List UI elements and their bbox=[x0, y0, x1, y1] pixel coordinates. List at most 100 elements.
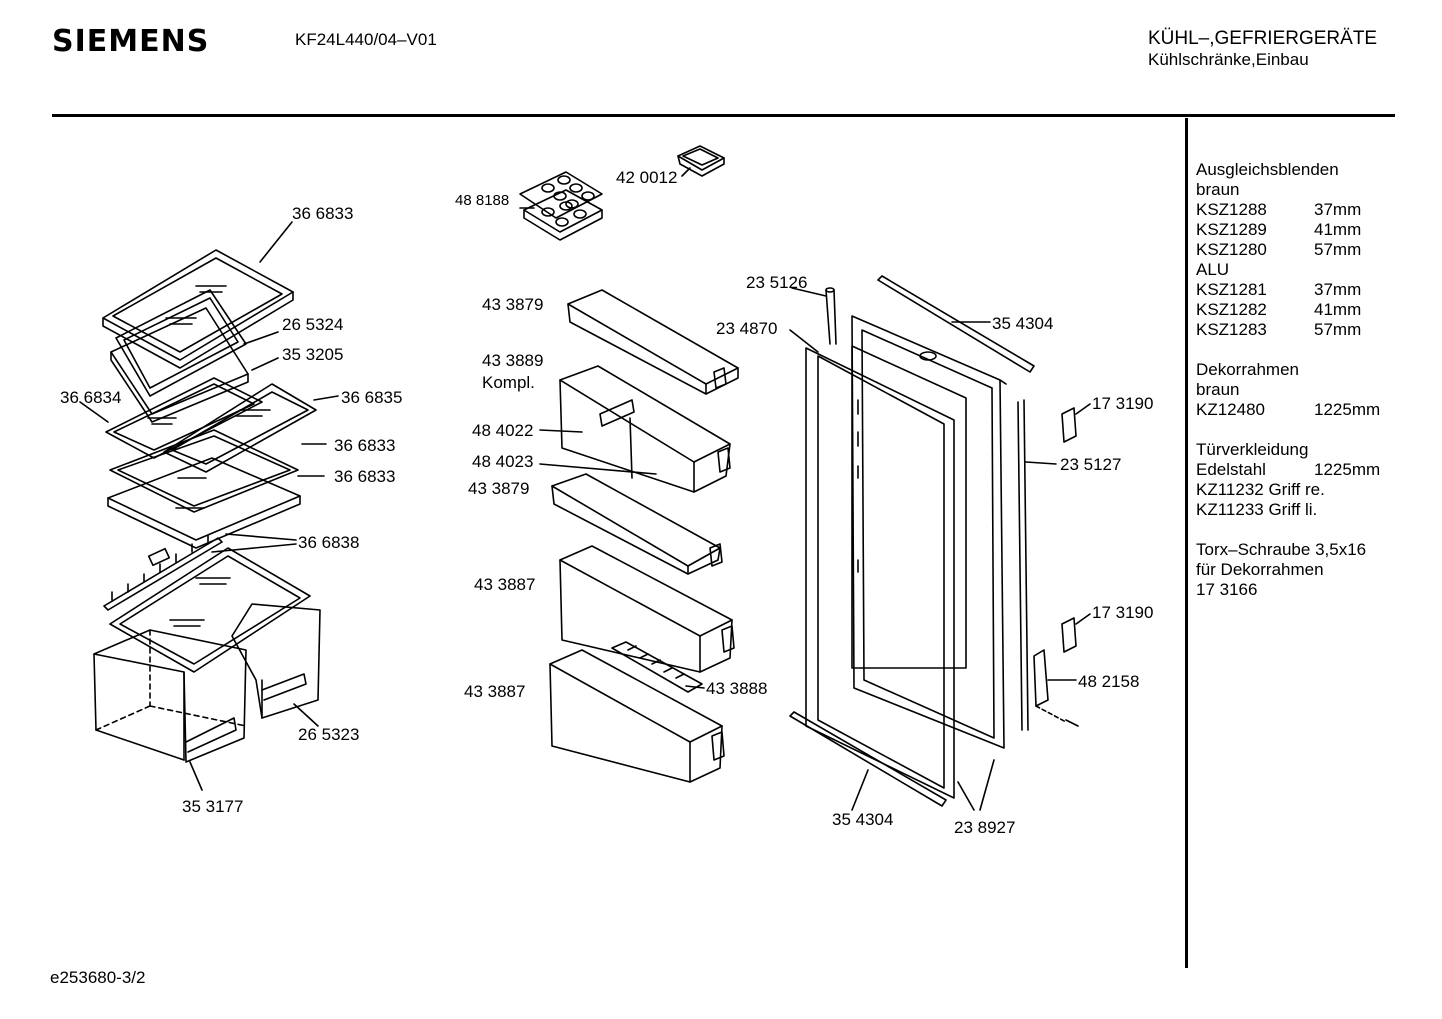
label-238927: 23 8927 bbox=[954, 818, 1015, 837]
accessory-size: 41mm bbox=[1314, 300, 1362, 319]
accessory-heading: Ausgleichsblenden bbox=[1196, 160, 1339, 179]
sidebar-divider bbox=[1185, 118, 1188, 968]
brand-logo: SIEMENS bbox=[52, 24, 210, 59]
accessory-size: 41mm bbox=[1314, 220, 1362, 239]
accessory-size: 1225mm bbox=[1314, 400, 1381, 419]
accessory-code: Edelstahl bbox=[1196, 460, 1266, 479]
glass-shelf-middle bbox=[109, 429, 299, 513]
drawing-id: e253680-3/2 bbox=[50, 968, 146, 987]
label-366834: 36 6834 bbox=[60, 388, 121, 407]
crisper-cover-366838 bbox=[103, 535, 223, 611]
leader-lines-middle bbox=[519, 167, 705, 689]
accessory-code: KSZ1282 bbox=[1196, 300, 1267, 319]
category-title: KÜHL–,GEFRIERGERÄTE bbox=[1148, 28, 1378, 49]
label-366833-a: 36 6833 bbox=[292, 204, 353, 223]
egg-tray-488188 bbox=[519, 171, 603, 241]
side-strip-235127 bbox=[1017, 399, 1029, 731]
door-bin-433887-lower bbox=[549, 649, 725, 783]
shelf-frame-353205 bbox=[110, 307, 249, 423]
door-bin-433887-upper bbox=[559, 545, 735, 673]
door-bin-433889 bbox=[559, 365, 731, 493]
label-366833-b: 36 6833 bbox=[334, 436, 395, 455]
split-shelf-left bbox=[105, 377, 263, 459]
label-354304-a: 35 4304 bbox=[992, 314, 1053, 333]
accessory-row: KSZ1282 41mm bbox=[1196, 300, 1380, 320]
leader-lines-right bbox=[789, 287, 1091, 811]
label-433887-a: 43 3887 bbox=[474, 575, 535, 594]
label-433889: 43 3889 bbox=[482, 351, 543, 370]
label-353177: 35 3177 bbox=[182, 797, 243, 816]
label-kompl: Kompl. bbox=[482, 373, 535, 392]
label-366835: 36 6835 bbox=[341, 388, 402, 407]
label-265324: 26 5324 bbox=[282, 315, 343, 334]
label-433887-b: 43 3887 bbox=[464, 682, 525, 701]
model-number: KF24L440/04–V01 bbox=[295, 30, 437, 49]
accessory-code: KSZ1289 bbox=[1196, 220, 1267, 239]
accessory-code: KSZ1280 bbox=[1196, 240, 1267, 259]
door-gasket-234870 bbox=[805, 347, 955, 799]
hinge-rail-354304-bottom bbox=[789, 711, 947, 807]
label-265323: 26 5323 bbox=[298, 725, 359, 744]
door-bin-433879-top bbox=[567, 289, 739, 395]
accessory-code: KZ12480 bbox=[1196, 400, 1265, 419]
accessory-row: KSZ1288 37mm bbox=[1196, 200, 1380, 220]
accessory-heading: Dekorrahmen bbox=[1196, 360, 1299, 379]
crisper-drawer-left bbox=[93, 629, 247, 763]
accessory-row: KSZ1281 37mm bbox=[1196, 280, 1380, 300]
label-366838: 36 6838 bbox=[298, 533, 359, 552]
category-subtitle: Kühlschränke,Einbau bbox=[1148, 50, 1309, 69]
label-173190-b: 17 3190 bbox=[1092, 603, 1153, 622]
accessory-row: Edelstahl 1225mm bbox=[1196, 460, 1380, 480]
accessory-variant: braun bbox=[1196, 180, 1240, 199]
accessory-row: KSZ1289 41mm bbox=[1196, 220, 1380, 240]
leader-lines-left bbox=[79, 221, 339, 791]
spacer bbox=[1196, 420, 1380, 440]
accessory-row: KZ12480 1225mm bbox=[1196, 400, 1380, 420]
accessory-row: KSZ1283 57mm bbox=[1196, 320, 1380, 340]
accessory-row: für Dekorrahmen bbox=[1196, 560, 1324, 579]
accessory-code: KSZ1281 bbox=[1196, 280, 1267, 299]
label-433879-a: 43 3879 bbox=[482, 295, 543, 314]
label-353205: 35 3205 bbox=[282, 345, 343, 364]
label-484023: 48 4023 bbox=[472, 452, 533, 471]
label-235127: 23 5127 bbox=[1060, 455, 1121, 474]
hinge-cover-173190-bottom bbox=[1061, 617, 1077, 653]
label-234870: 23 4870 bbox=[716, 319, 777, 338]
accessory-size: 57mm bbox=[1314, 320, 1362, 339]
label-235126: 23 5126 bbox=[746, 273, 807, 292]
label-482158: 48 2158 bbox=[1078, 672, 1139, 691]
door-panel bbox=[851, 315, 1007, 749]
butter-dish-420012 bbox=[677, 145, 725, 177]
label-488188: 48 8188 bbox=[455, 192, 509, 209]
label-433888: 43 3888 bbox=[706, 679, 767, 698]
accessory-code: KSZ1288 bbox=[1196, 200, 1267, 219]
door-bin-433879-mid bbox=[551, 473, 723, 575]
accessory-heading: Türverkleidung bbox=[1196, 440, 1309, 459]
accessory-size: 37mm bbox=[1314, 280, 1362, 299]
accessory-size: 37mm bbox=[1314, 200, 1362, 219]
spacer bbox=[1196, 340, 1380, 360]
header-divider bbox=[52, 114, 1395, 117]
accessory-row: KZ11232 Griff re. bbox=[1196, 480, 1325, 499]
accessory-variant: ALU bbox=[1196, 260, 1230, 279]
part-labels: 36 6833 26 5324 35 3205 36 6834 36 6835 … bbox=[60, 168, 1153, 837]
door-strip-235126 bbox=[825, 287, 837, 345]
accessory-heading: Torx–Schraube 3,5x16 bbox=[1196, 540, 1367, 559]
label-173190-a: 17 3190 bbox=[1092, 394, 1153, 413]
bottle-divider-433888 bbox=[611, 641, 703, 693]
label-484022: 48 4022 bbox=[472, 421, 533, 440]
accessory-size: 1225mm bbox=[1314, 460, 1381, 479]
label-354304-b: 35 4304 bbox=[832, 810, 893, 829]
hinge-482158 bbox=[1033, 649, 1079, 727]
accessories-list: Ausgleichsblenden braun KSZ1288 37mm KSZ1… bbox=[1196, 160, 1380, 600]
accessory-code: KSZ1283 bbox=[1196, 320, 1267, 339]
label-420012: 42 0012 bbox=[616, 168, 677, 187]
hinge-rail-354304-top bbox=[877, 275, 1035, 373]
spacer bbox=[1196, 520, 1380, 540]
accessory-variant: braun bbox=[1196, 380, 1240, 399]
glass-shelf-lower bbox=[107, 457, 301, 549]
label-366833-c: 36 6833 bbox=[334, 467, 395, 486]
label-433879-b: 43 3879 bbox=[468, 479, 529, 498]
